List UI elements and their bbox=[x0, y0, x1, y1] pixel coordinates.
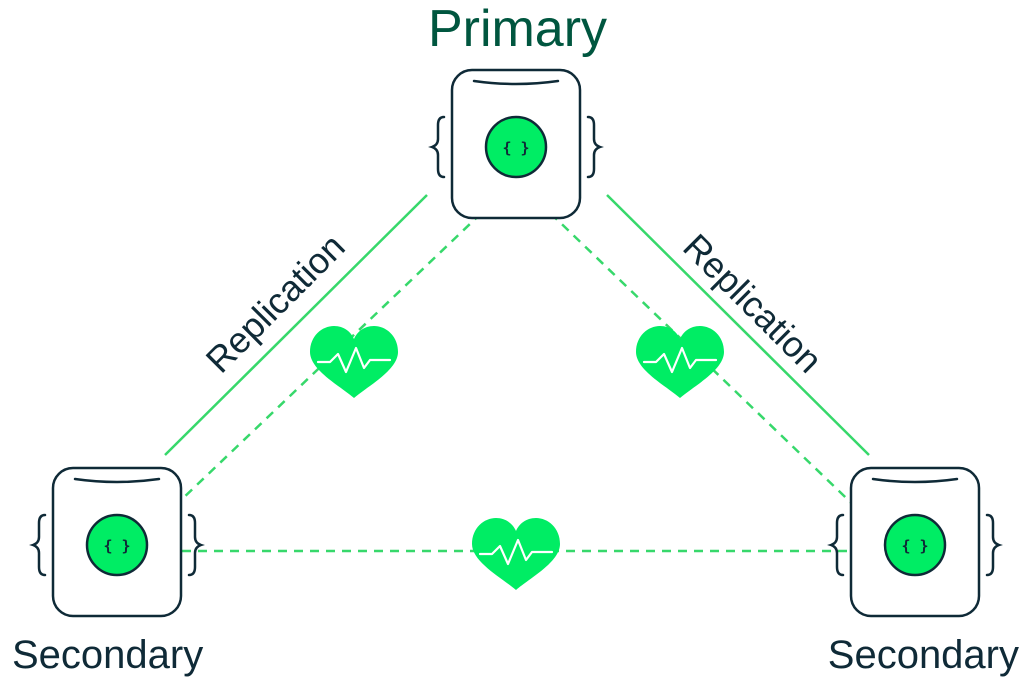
node-symbol: { } bbox=[502, 139, 529, 157]
node-symbol: { } bbox=[103, 537, 130, 555]
replication-line-right bbox=[606, 194, 870, 456]
primary-node: { } bbox=[430, 68, 602, 220]
secondary-node-left: { } bbox=[31, 466, 203, 618]
secondary-label-right: Secondary bbox=[827, 633, 1019, 677]
secondary-label-left: Secondary bbox=[12, 633, 204, 677]
heartbeat-icon bbox=[308, 324, 400, 400]
primary-label: Primary bbox=[427, 0, 608, 58]
replication-line-left bbox=[164, 194, 428, 456]
node-symbol: { } bbox=[901, 537, 928, 555]
secondary-node-right: { } bbox=[829, 466, 1001, 618]
heartbeat-icon bbox=[470, 516, 562, 592]
